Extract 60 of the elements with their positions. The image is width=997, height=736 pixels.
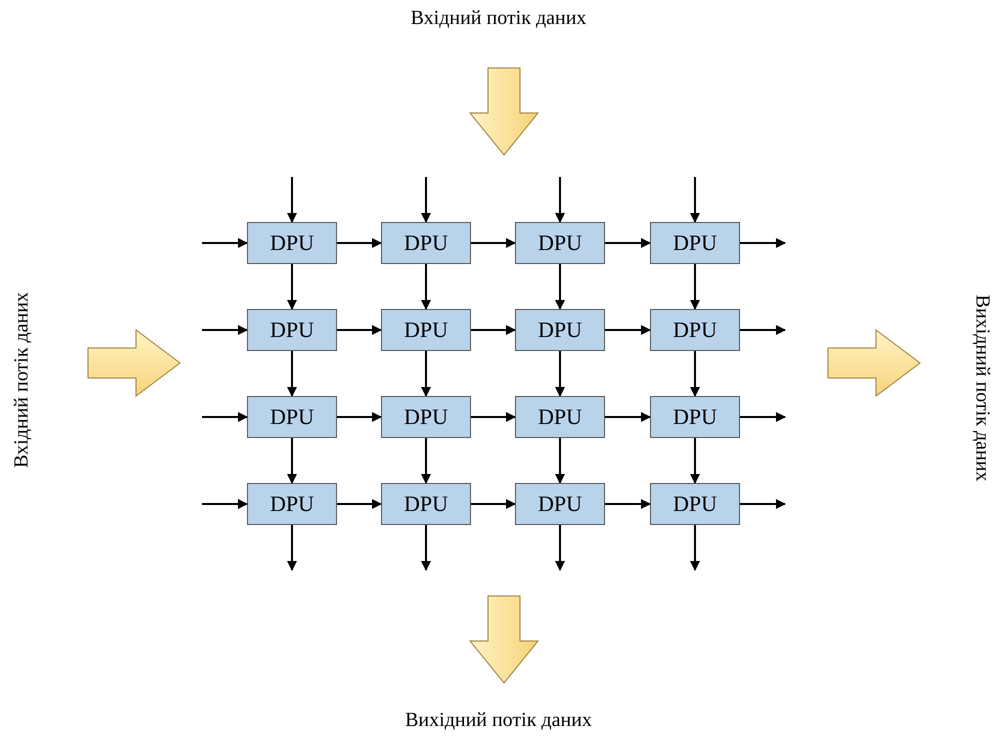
processing-unit-box: DPU xyxy=(650,483,740,525)
arrow xyxy=(202,499,248,509)
arrow xyxy=(605,238,651,248)
arrow xyxy=(337,499,382,509)
arrow xyxy=(421,438,431,484)
arrow xyxy=(287,438,297,484)
processing-unit-box: DPU xyxy=(381,483,471,525)
arrow xyxy=(421,177,431,223)
flow-label: Вихідний потік даних xyxy=(970,294,994,482)
processing-unit-box: DPU xyxy=(650,309,740,351)
flow-label: Вихідний потік даних xyxy=(404,708,593,733)
flow-label: Вхідний потік даних xyxy=(10,292,34,468)
arrow xyxy=(471,499,516,509)
arrow xyxy=(421,351,431,397)
processing-unit-box: DPU xyxy=(515,309,605,351)
arrow xyxy=(337,412,382,422)
arrow xyxy=(690,264,700,310)
arrow xyxy=(690,351,700,397)
processing-unit-box: DPU xyxy=(650,222,740,264)
arrow xyxy=(555,525,565,571)
processing-unit-box: DPU xyxy=(247,222,337,264)
processing-unit-box: DPU xyxy=(381,309,471,351)
arrow xyxy=(605,412,651,422)
arrow xyxy=(740,325,786,335)
arrow xyxy=(555,264,565,310)
arrow xyxy=(690,525,700,571)
arrow xyxy=(690,177,700,223)
processing-unit-box: DPU xyxy=(381,222,471,264)
processing-unit-box: DPU xyxy=(515,396,605,438)
arrow xyxy=(202,325,248,335)
processing-unit-box: DPU xyxy=(247,396,337,438)
arrow xyxy=(740,499,786,509)
arrow xyxy=(287,351,297,397)
arrow xyxy=(421,264,431,310)
arrow xyxy=(287,264,297,310)
arrow xyxy=(605,499,651,509)
arrow xyxy=(555,351,565,397)
arrow xyxy=(471,238,516,248)
arrow xyxy=(421,525,431,571)
arrow xyxy=(605,325,651,335)
arrow xyxy=(287,525,297,571)
arrow xyxy=(555,438,565,484)
arrow xyxy=(740,412,786,422)
arrow xyxy=(555,177,565,223)
flow-label: Вхідний потік даних xyxy=(410,6,588,31)
arrow xyxy=(337,325,382,335)
arrow xyxy=(471,325,516,335)
processing-unit-box: DPU xyxy=(515,483,605,525)
processing-unit-box: DPU xyxy=(247,309,337,351)
arrow xyxy=(337,238,382,248)
processing-unit-box: DPU xyxy=(247,483,337,525)
processing-unit-box: DPU xyxy=(650,396,740,438)
arrow xyxy=(202,238,248,248)
arrow xyxy=(740,238,786,248)
arrow xyxy=(471,412,516,422)
arrow xyxy=(287,177,297,223)
arrow xyxy=(202,412,248,422)
processing-unit-box: DPU xyxy=(515,222,605,264)
arrow xyxy=(690,438,700,484)
processing-unit-box: DPU xyxy=(381,396,471,438)
